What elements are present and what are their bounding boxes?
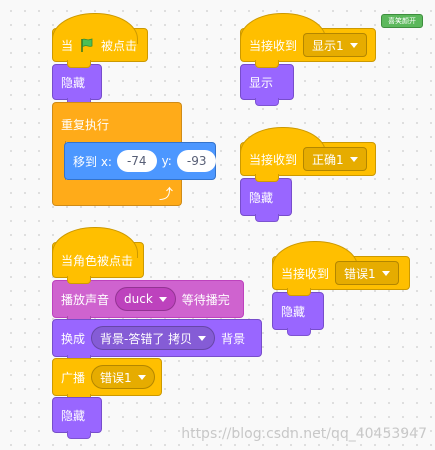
forever-block[interactable]: 重复执行: [52, 102, 182, 142]
when-receive-label: 当接收到: [249, 38, 298, 53]
when-sprite-clicked-label: 当角色被点击: [61, 253, 134, 268]
sound-value: duck: [124, 292, 153, 306]
when-flag-prefix: 当: [61, 38, 74, 53]
message-dropdown[interactable]: 错误1: [335, 261, 399, 285]
broadcast-block[interactable]: 广播 错误1: [52, 358, 162, 402]
watermark: https://blog.csdn.net/qq_40453947: [181, 426, 427, 442]
chevron-down-icon: [137, 374, 146, 380]
hide-block-5[interactable]: 隐藏: [272, 292, 324, 336]
show-label: 显示: [249, 75, 274, 90]
hide-block-4[interactable]: 隐藏: [52, 397, 102, 439]
goto-x-input[interactable]: -74: [116, 150, 157, 172]
chevron-down-icon: [158, 296, 167, 302]
when-flag-clicked-block[interactable]: 当 被点击: [52, 13, 148, 68]
broadcast-dropdown[interactable]: 错误1: [91, 365, 155, 389]
show-block[interactable]: 显示: [240, 64, 294, 106]
when-receive-label: 当接收到: [281, 266, 330, 281]
when-receive-correct-block[interactable]: 当接收到 正确1: [240, 127, 376, 182]
when-sprite-clicked-block[interactable]: 当角色被点击: [52, 227, 144, 284]
corner-badge: 喜笑颜开: [381, 14, 423, 28]
play-sound-label: 播放声音: [61, 292, 110, 307]
backdrop-value: 背景-答错了 拷贝: [100, 331, 193, 346]
message-value: 正确1: [312, 152, 344, 167]
chevron-down-icon: [198, 335, 207, 341]
message-value: 显示1: [312, 38, 344, 53]
chevron-down-icon: [349, 156, 358, 162]
backdrop-dropdown[interactable]: 背景-答错了 拷贝: [91, 326, 216, 350]
goto-xy-block[interactable]: 移到 x: -74 y: -93: [64, 142, 217, 180]
when-receive-show-block[interactable]: 当接收到 显示1: [240, 13, 376, 68]
chevron-down-icon: [349, 42, 358, 48]
forever-label: 重复执行: [61, 118, 110, 132]
green-flag-icon: [79, 37, 95, 53]
hide-label: 隐藏: [61, 75, 86, 90]
broadcast-value: 错误1: [100, 370, 132, 385]
play-sound-suffix: 等待播完: [181, 292, 230, 307]
switch-backdrop-block[interactable]: 换成 背景-答错了 拷贝 背景: [52, 319, 262, 363]
play-sound-until-done-block[interactable]: 播放声音 duck 等待播完: [52, 280, 244, 324]
forever-footer: ⤴: [52, 180, 182, 206]
message-value: 错误1: [344, 266, 376, 281]
loop-arrow-icon: ⤴: [159, 187, 173, 203]
sound-dropdown[interactable]: duck: [115, 287, 176, 311]
message-dropdown[interactable]: 正确1: [303, 147, 367, 171]
message-dropdown[interactable]: 显示1: [303, 33, 367, 57]
chevron-down-icon: [381, 270, 390, 276]
hide-label: 隐藏: [249, 190, 274, 205]
goto-x-label: 移到 x:: [73, 154, 112, 169]
hide-label: 隐藏: [281, 304, 306, 319]
when-receive-label: 当接收到: [249, 152, 298, 167]
goto-y-input[interactable]: -93: [176, 150, 217, 172]
broadcast-label: 广播: [61, 370, 86, 385]
hide-label: 隐藏: [61, 408, 86, 423]
goto-y-label: y:: [161, 154, 172, 168]
switch-backdrop-label: 换成: [61, 331, 86, 346]
when-flag-suffix: 被点击: [101, 38, 138, 53]
hide-block-1[interactable]: 隐藏: [52, 64, 102, 106]
hide-block-3[interactable]: 隐藏: [240, 178, 292, 222]
when-receive-wrong-block[interactable]: 当接收到 错误1: [272, 241, 410, 296]
switch-backdrop-suffix: 背景: [221, 331, 246, 346]
